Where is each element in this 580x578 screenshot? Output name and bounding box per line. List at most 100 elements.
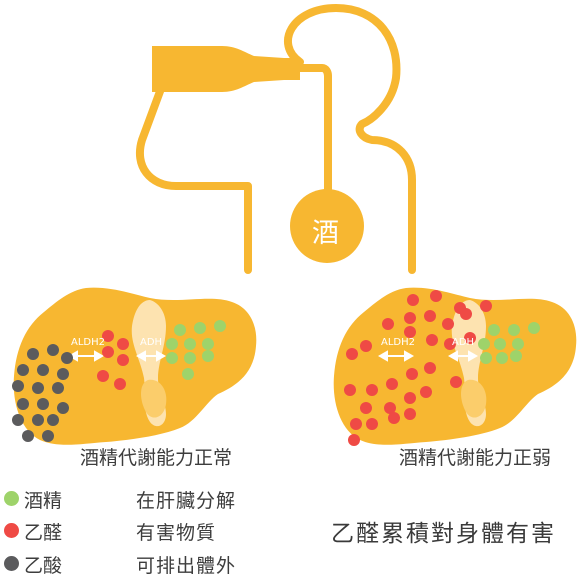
acetaldehyde-dot [406, 368, 418, 380]
acetaldehyde-dot [404, 326, 416, 338]
acetic-acid-dot-icon [4, 556, 19, 571]
acetaldehyde-dot [97, 370, 109, 382]
acetaldehyde-dot [366, 384, 378, 396]
acetic-acid-dot [52, 382, 64, 394]
alcohol-dot [174, 324, 186, 336]
acetic-acid-dot [42, 430, 54, 442]
acetic-acid-dot [27, 348, 39, 360]
acetaldehyde-dot [424, 310, 436, 322]
acetaldehyde-dot [384, 402, 396, 414]
bottle [152, 46, 300, 92]
alcohol-dot [512, 338, 524, 350]
drinker-figure [136, 4, 416, 274]
alcohol-dot [480, 352, 492, 364]
alcohol-dot [496, 352, 508, 364]
alcohol-dot [182, 368, 194, 380]
acetaldehyde-dot [366, 418, 378, 430]
bottle-icon [152, 46, 300, 92]
aldh2-arrow-left-liver [67, 350, 105, 362]
acetaldehyde-dot [117, 338, 129, 350]
enzyme-label-adh: ADH [140, 337, 163, 348]
alcohol-dot [488, 324, 500, 336]
legend-label: 乙醛 [24, 522, 63, 544]
alcohol-circle-label: 酒 [312, 218, 339, 249]
alcohol-dot [166, 352, 178, 364]
alcohol-dot [510, 350, 522, 362]
alcohol-dot [166, 338, 178, 350]
liver-caption-normal: 酒精代謝能力正常 [80, 447, 233, 469]
adh-arrow-left-liver [135, 350, 167, 362]
enzyme-label-aldh2: ALDH2 [381, 337, 415, 348]
acetaldehyde-dot [460, 308, 472, 320]
acetaldehyde-dot [348, 434, 360, 446]
acetic-acid-dot [12, 414, 24, 426]
acetaldehyde-dot [386, 378, 398, 390]
acetaldehyde-dot [404, 392, 416, 404]
legend-label: 乙酸 [24, 555, 63, 577]
acetic-acid-dot [32, 382, 44, 394]
acetaldehyde-dot [464, 332, 476, 344]
acetaldehyde-dot [407, 294, 419, 306]
arm-outline [136, 82, 252, 274]
acetic-acid-dot [22, 430, 34, 442]
acetaldehyde-dot [382, 318, 394, 330]
enzyme-label-aldh2: ALDH2 [71, 337, 105, 348]
alcohol-dot [528, 322, 540, 334]
head-outline [284, 4, 416, 274]
alcohol-dot [202, 338, 214, 350]
acetaldehyde-dot [114, 378, 126, 390]
acetaldehyde-dot [360, 340, 372, 352]
enzyme-label-adh: ADH [452, 337, 475, 348]
liver-gallbladder [461, 379, 487, 418]
acetaldehyde-dot [424, 362, 436, 374]
acetaldehyde-dot [346, 348, 358, 360]
alcohol-dot [194, 322, 206, 334]
legend-description: 可排出體外 [136, 555, 237, 577]
acetaldehyde-dot [360, 402, 372, 414]
alcohol-dot [202, 350, 214, 362]
acetaldehyde-dot [480, 300, 492, 312]
acetic-acid-dot [61, 352, 73, 364]
acetaldehyde-dot [102, 330, 114, 342]
acetaldehyde-dot [404, 312, 416, 324]
molecule-dots [12, 290, 540, 446]
enzyme-arrows [67, 350, 479, 362]
drink-line [296, 64, 332, 204]
liver-caption-weak: 酒精代謝能力正弱 [399, 447, 552, 469]
acetaldehyde-dot [420, 386, 432, 398]
aldh2-arrow-right-liver [377, 350, 415, 362]
alcohol-circle [290, 189, 364, 263]
acetaldehyde-dot [404, 408, 416, 420]
acetaldehyde-dot [350, 418, 362, 430]
legend-label: 酒精 [24, 490, 63, 512]
acetic-acid-dot [37, 364, 49, 376]
alcohol-dot [508, 324, 520, 336]
alcohol-dot-icon [4, 491, 19, 506]
acetic-acid-dot [47, 344, 59, 356]
acetaldehyde-dot [450, 376, 462, 388]
acetaldehyde-dot [388, 412, 400, 424]
acetic-acid-dot [12, 380, 24, 392]
acetic-acid-dot [47, 414, 59, 426]
adh-arrow-right-liver [447, 350, 479, 362]
legend-description: 有害物質 [136, 522, 217, 544]
acetic-acid-dot [17, 398, 29, 410]
acetaldehyde-dot [426, 334, 438, 346]
acetaldehyde-dot [117, 354, 129, 366]
acetic-acid-dot [57, 368, 69, 380]
alcohol-dot [494, 338, 506, 350]
acetic-acid-dot [32, 414, 44, 426]
legend-description: 在肝臟分解 [136, 490, 237, 512]
acetaldehyde-dot-icon [4, 523, 19, 538]
acetic-acid-dot [57, 402, 69, 414]
acetic-acid-dot [17, 364, 29, 376]
acetaldehyde-dot [430, 290, 442, 302]
acetaldehyde-dot [444, 338, 456, 350]
alcohol-dot [184, 352, 196, 364]
acetaldehyde-dot [344, 384, 356, 396]
acetaldehyde-dot [442, 318, 454, 330]
acetaldehyde-dot [102, 346, 114, 358]
liver-gallbladder [141, 379, 167, 418]
acetic-acid-dot [37, 398, 49, 410]
